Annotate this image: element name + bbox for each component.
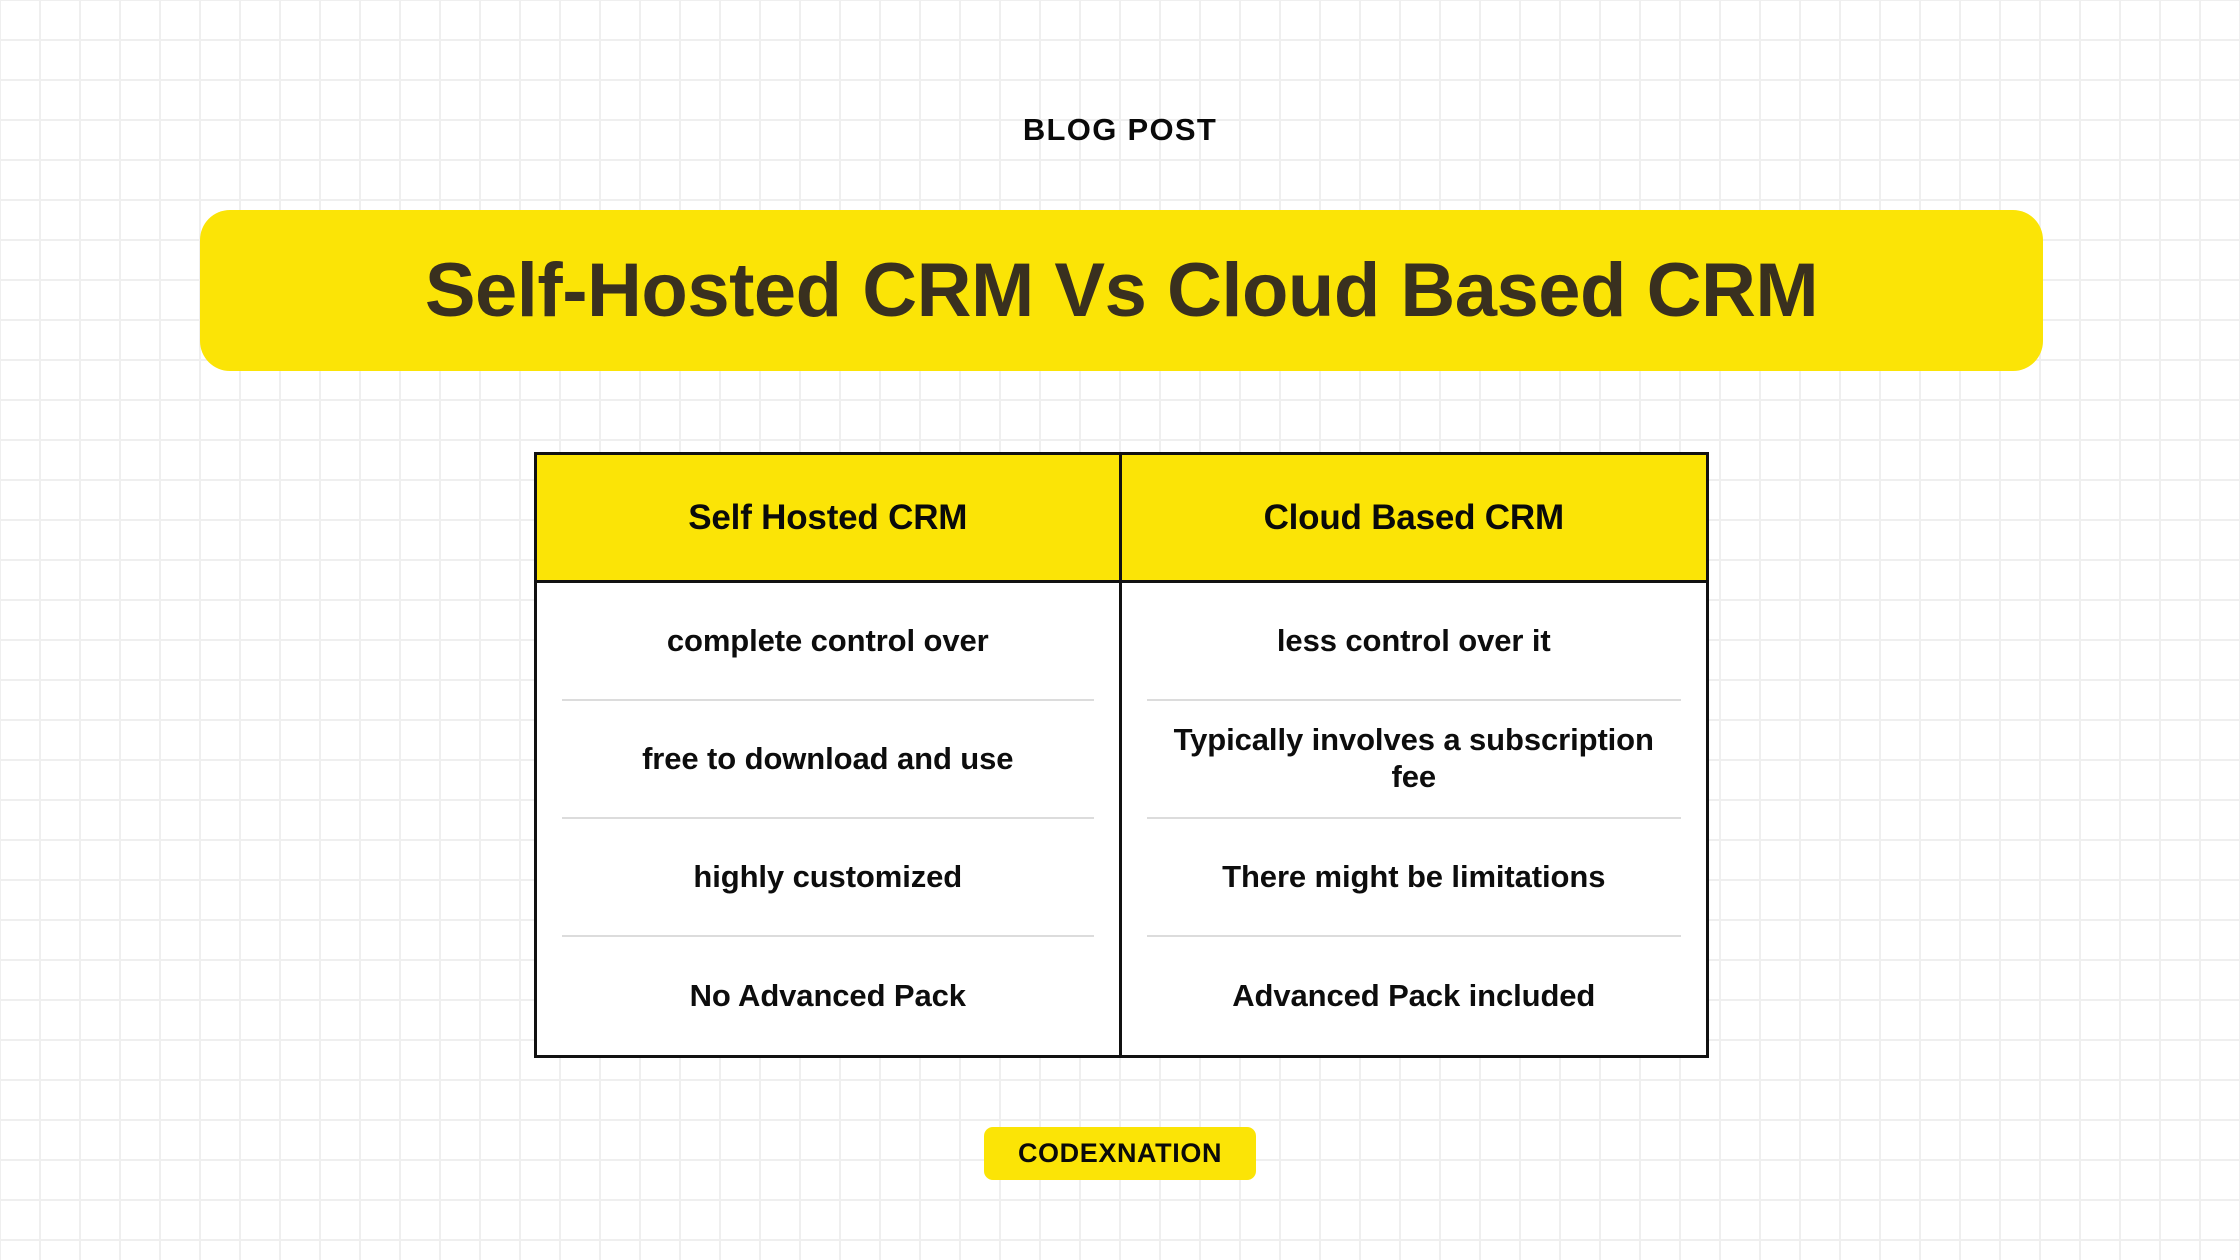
table-cell-text: highly customized bbox=[693, 858, 963, 894]
column-cells-cloud-based: less control over it Typically involves … bbox=[1122, 583, 1707, 1055]
table-column-cloud-based: Cloud Based CRM less control over it Typ… bbox=[1121, 455, 1707, 1055]
table-cell: Typically involves a subscription fee bbox=[1146, 701, 1681, 819]
column-header-cloud-based: Cloud Based CRM bbox=[1121, 455, 1706, 583]
table-cell-text: complete control over bbox=[666, 622, 989, 658]
table-cell: less control over it bbox=[1146, 583, 1681, 701]
table-cell-text: free to download and use bbox=[642, 740, 1014, 776]
table-cell: Advanced Pack included bbox=[1147, 937, 1682, 1055]
page-title: Self-Hosted CRM Vs Cloud Based CRM bbox=[424, 247, 1819, 333]
table-cell-text: Advanced Pack included bbox=[1232, 977, 1596, 1013]
table-column-self-hosted: Self Hosted CRM complete control over fr… bbox=[537, 455, 1122, 1055]
column-header-label: Cloud Based CRM bbox=[1263, 497, 1565, 537]
table-cell: There might be limitations bbox=[1146, 819, 1681, 937]
column-header-label: Self Hosted CRM bbox=[688, 497, 968, 537]
table-cell-text: less control over it bbox=[1276, 622, 1551, 658]
brand-badge: CODEXNATION bbox=[984, 1127, 1256, 1180]
table-cell-text: Typically involves a subscription fee bbox=[1173, 722, 1654, 794]
table-cell: complete control over bbox=[562, 583, 1094, 701]
comparison-table: Self Hosted CRM complete control over fr… bbox=[534, 452, 1709, 1058]
table-cell-text: No Advanced Pack bbox=[689, 977, 966, 1013]
table-cell-text: There might be limitations bbox=[1222, 858, 1606, 894]
table-cell: free to download and use bbox=[562, 701, 1094, 819]
column-cells-self-hosted: complete control over free to download a… bbox=[537, 583, 1119, 1055]
eyebrow-label: BLOG POST bbox=[1022, 112, 1218, 147]
column-header-self-hosted: Self Hosted CRM bbox=[537, 455, 1119, 583]
title-banner: Self-Hosted CRM Vs Cloud Based CRM bbox=[200, 210, 2043, 371]
brand-label: CODEXNATION bbox=[1017, 1138, 1223, 1168]
table-cell: No Advanced Pack bbox=[562, 937, 1094, 1055]
table-cell: highly customized bbox=[562, 819, 1094, 937]
